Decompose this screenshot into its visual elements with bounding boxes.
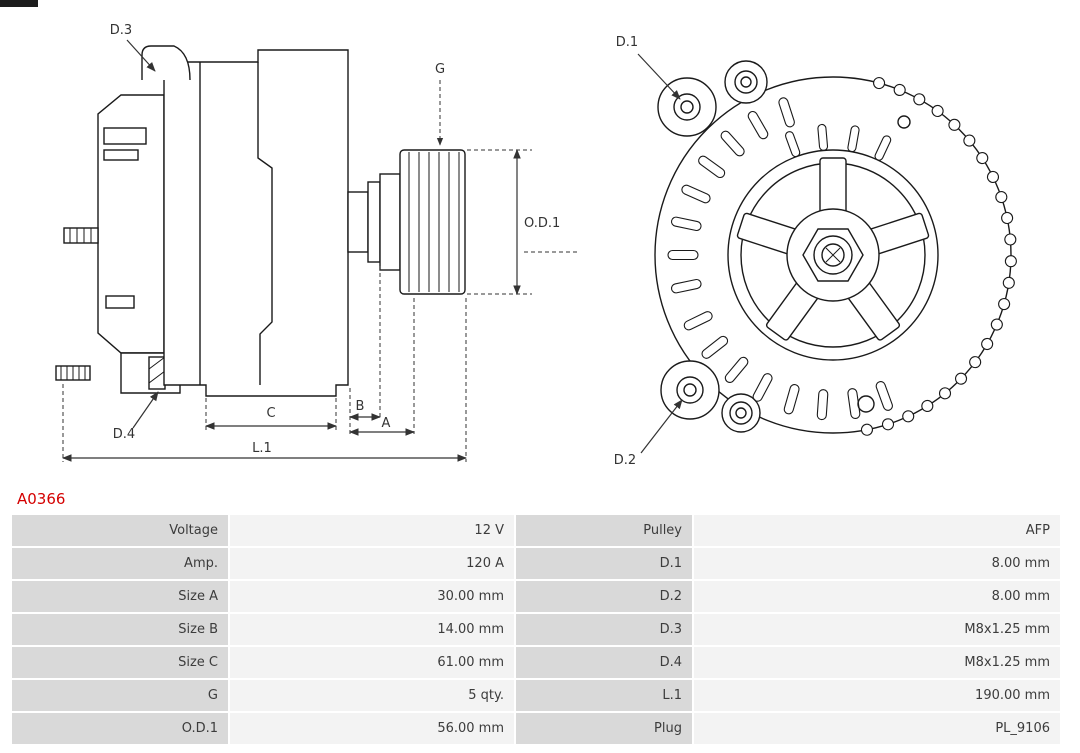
- shaft-collar: [347, 191, 369, 253]
- label-d2: D.2: [614, 453, 636, 468]
- spec-label: Size B: [12, 614, 228, 645]
- spec-value: 190.00 mm: [694, 680, 1060, 711]
- spec-label: O.D.1: [12, 713, 228, 744]
- spec-value: 8.00 mm: [694, 548, 1060, 579]
- spec-label: L.1: [516, 680, 692, 711]
- leader-d4: [132, 391, 159, 429]
- label-g: G: [435, 62, 445, 77]
- spec-value: 30.00 mm: [230, 581, 514, 612]
- spec-row: Voltage 12 V Pulley AFP: [12, 515, 1060, 546]
- leader-d2: [640, 399, 683, 454]
- spec-value: 5 qty.: [230, 680, 514, 711]
- spec-value: M8x1.25 mm: [694, 647, 1060, 678]
- mounting-stud: [55, 365, 91, 381]
- leader-d3: [126, 39, 156, 72]
- spec-row: Size A 30.00 mm D.2 8.00 mm: [12, 581, 1060, 612]
- spec-row: O.D.1 56.00 mm Plug PL_9106: [12, 713, 1060, 744]
- spec-value: 14.00 mm: [230, 614, 514, 645]
- spec-label: Plug: [516, 713, 692, 744]
- spec-label: Amp.: [12, 548, 228, 579]
- label-d4: D.4: [113, 427, 135, 442]
- pulley-side: [399, 149, 466, 295]
- spec-label: Voltage: [12, 515, 228, 546]
- spec-value: 8.00 mm: [694, 581, 1060, 612]
- label-b: B: [356, 399, 365, 414]
- label-c: C: [266, 406, 275, 421]
- spec-row: Amp. 120 A D.1 8.00 mm: [12, 548, 1060, 579]
- top-mounting-ear: [141, 45, 191, 81]
- dimension-annotations: D.3 G O.D.1 D.4 C B A L.1 D.1 D.2: [62, 23, 683, 468]
- mounting-ear-bottom: [660, 360, 720, 420]
- front-bracket: [163, 49, 349, 397]
- spec-row: Size B 14.00 mm D.3 M8x1.25 mm: [12, 614, 1060, 645]
- mounting-ear-top: [657, 77, 717, 137]
- spec-label: D.1: [516, 548, 692, 579]
- small-hole-bottom-right: [857, 395, 875, 413]
- spec-value: PL_9106: [694, 713, 1060, 744]
- spec-value: AFP: [694, 515, 1060, 546]
- spec-label: Size A: [12, 581, 228, 612]
- corner-artifact: [0, 0, 38, 7]
- pulley-front: [727, 149, 939, 361]
- part-number: A0366: [17, 490, 66, 508]
- spec-label: Pulley: [516, 515, 692, 546]
- spec-label: G: [12, 680, 228, 711]
- label-a: A: [382, 416, 391, 431]
- technical-drawing-canvas: D.3 G O.D.1 D.4 C B A L.1 D.1 D.2: [55, 23, 1018, 468]
- label-l1: L.1: [252, 441, 272, 456]
- small-hole-top-right: [897, 115, 911, 129]
- spec-row: G 5 qty. L.1 190.00 mm: [12, 680, 1060, 711]
- front-view: [654, 60, 1018, 437]
- spec-table: Voltage 12 V Pulley AFP Amp. 120 A D.1 8…: [10, 513, 1062, 746]
- label-d3: D.3: [110, 23, 132, 38]
- spec-value: 56.00 mm: [230, 713, 514, 744]
- spec-value: M8x1.25 mm: [694, 614, 1060, 645]
- spec-value: 12 V: [230, 515, 514, 546]
- terminal-stud: [63, 227, 99, 244]
- side-view: [55, 45, 466, 397]
- spec-value: 61.00 mm: [230, 647, 514, 678]
- spec-value: 120 A: [230, 548, 514, 579]
- spec-label: Size C: [12, 647, 228, 678]
- spec-label: D.4: [516, 647, 692, 678]
- label-d1: D.1: [616, 35, 638, 50]
- spec-label: D.2: [516, 581, 692, 612]
- leader-d1: [637, 53, 681, 100]
- spec-row: Size C 61.00 mm D.4 M8x1.25 mm: [12, 647, 1060, 678]
- spec-label: D.3: [516, 614, 692, 645]
- label-od1: O.D.1: [524, 216, 560, 231]
